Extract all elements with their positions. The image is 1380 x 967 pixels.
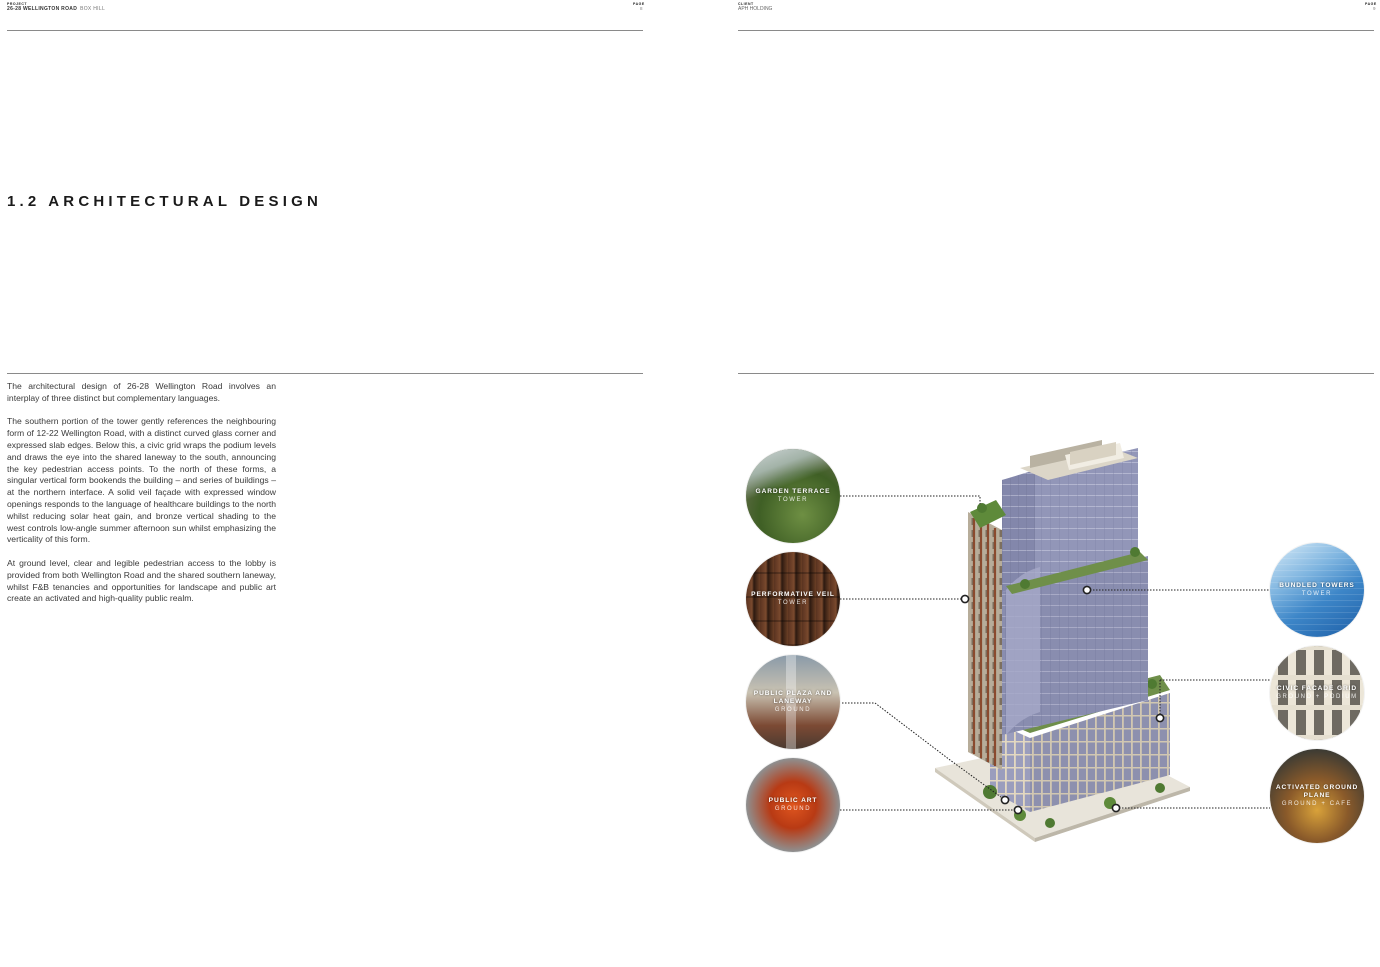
paragraph-ground: At ground level, clear and legible pedes… — [7, 557, 276, 604]
paragraph-intro: The architectural design of 26-28 Wellin… — [7, 381, 276, 403]
marker-public-plaza — [1000, 795, 1010, 805]
callout-subtitle: GROUND + PODIUM — [1276, 694, 1358, 700]
marker-activated-ground — [1111, 803, 1121, 813]
callout-garden-terrace: GARDEN TERRACE TOWER — [746, 449, 840, 543]
marker-performative-veil — [960, 594, 970, 604]
header-rule — [7, 30, 643, 31]
callout-title: BUNDLED TOWERS — [1279, 582, 1355, 589]
paragraph-design: The southern portion of the tower gently… — [7, 416, 276, 545]
callout-subtitle: GROUND — [774, 707, 812, 713]
callout-civic-facade-grid: CIVIC FACADE GRID GROUND + PODIUM — [1270, 646, 1364, 740]
page-number: 9 — [1373, 6, 1376, 11]
marker-civic-grid — [1155, 713, 1165, 723]
section-rule — [7, 373, 643, 374]
callout-bundled-towers: BUNDLED TOWERS TOWER — [1270, 543, 1364, 637]
header-rule — [738, 30, 1374, 31]
callout-subtitle: TOWER — [777, 497, 809, 503]
callout-subtitle: GROUND + CAFE — [1281, 801, 1353, 807]
page-label: PAGE — [633, 2, 645, 6]
marker-public-art — [1013, 805, 1023, 815]
callout-performative-veil: PERFORMATIVE VEIL TOWER — [746, 552, 840, 646]
callout-subtitle: TOWER — [777, 600, 809, 606]
callout-public-art: PUBLIC ART GROUND — [746, 758, 840, 852]
project-location: BOX HILL — [80, 6, 106, 12]
marker-bundled-towers — [1082, 585, 1092, 595]
callout-title: PERFORMATIVE VEIL — [751, 591, 835, 598]
right-page: CLIENT APH HOLDING PAGE 9 — [690, 0, 1380, 967]
client-label: CLIENT — [738, 2, 754, 6]
building-diagram — [840, 440, 1270, 842]
project-label: PROJECT — [7, 2, 28, 6]
client-name: APH HOLDING — [738, 6, 773, 12]
project-name: 26-28 WELLINGTON ROAD — [7, 6, 78, 12]
callout-title: PUBLIC ART — [768, 797, 818, 804]
section-rule — [738, 373, 1374, 374]
callout-subtitle: GROUND — [774, 806, 812, 812]
callout-title: ACTIVATED GROUND PLANE — [1275, 784, 1359, 799]
page-number: 8 — [640, 6, 643, 11]
body-text: The architectural design of 26-28 Wellin… — [7, 381, 276, 617]
callout-activated-ground-plane: ACTIVATED GROUND PLANE GROUND + CAFE — [1270, 749, 1364, 843]
callout-subtitle: TOWER — [1301, 591, 1333, 597]
page-label: PAGE — [1365, 2, 1377, 6]
callout-title: PUBLIC PLAZA AND LANEWAY — [753, 690, 833, 705]
callout-public-plaza: PUBLIC PLAZA AND LANEWAY GROUND — [746, 655, 840, 749]
callout-title: GARDEN TERRACE — [755, 488, 831, 495]
section-title: 1.2 ARCHITECTURAL DESIGN — [7, 193, 322, 210]
callout-title: CIVIC FACADE GRID — [1276, 685, 1358, 692]
